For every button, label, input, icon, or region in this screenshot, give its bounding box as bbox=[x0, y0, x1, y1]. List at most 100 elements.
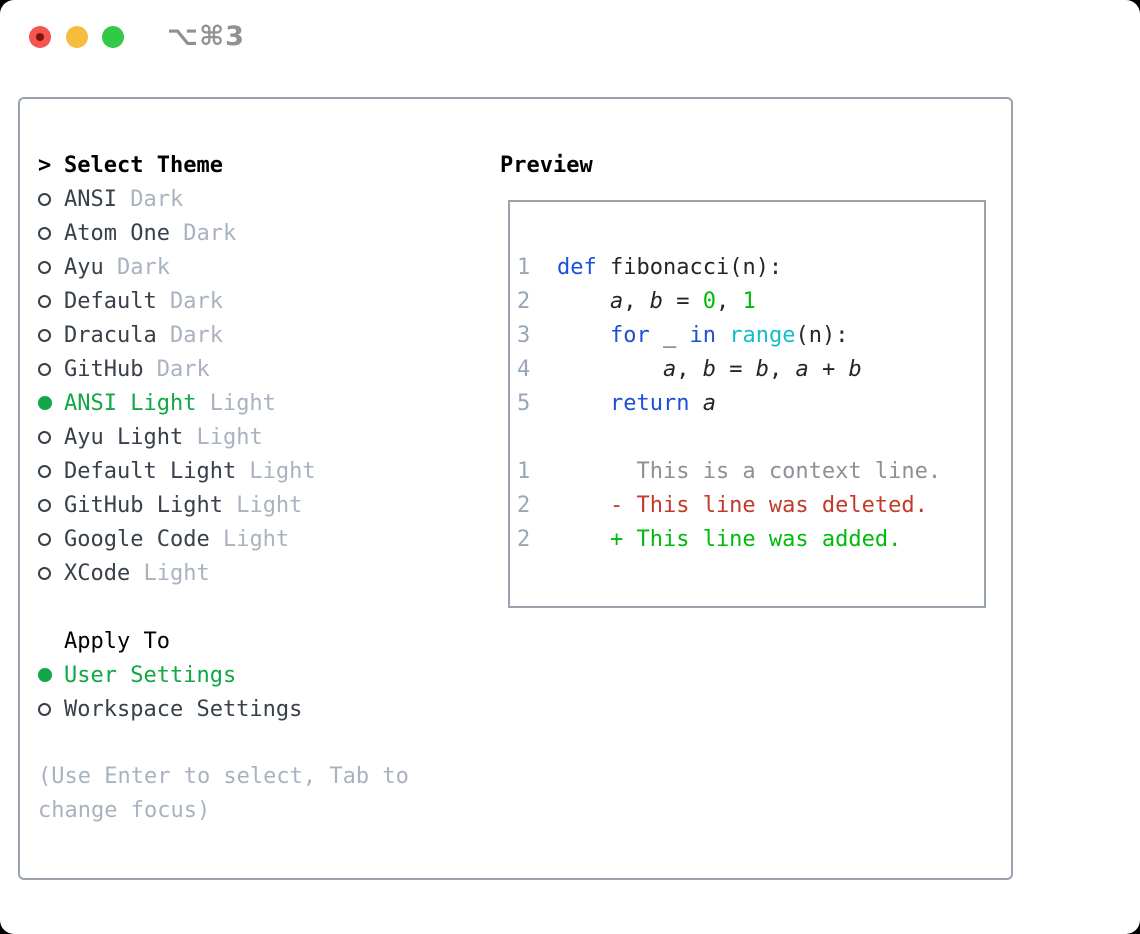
code-token: , bbox=[676, 357, 703, 382]
code-token: a bbox=[795, 357, 809, 382]
code-token bbox=[689, 391, 702, 416]
theme-name: ANSI bbox=[64, 186, 117, 212]
line-number: 3 bbox=[517, 323, 531, 348]
radio-unselected-icon bbox=[38, 702, 51, 716]
code-line: 1 def fibonacci(n): bbox=[510, 251, 984, 285]
theme-name: GitHub bbox=[64, 356, 144, 382]
code-token: fibonacci(n): bbox=[596, 255, 783, 280]
line-number: 2 bbox=[517, 493, 531, 518]
code-token: def bbox=[557, 255, 597, 280]
radio-icon bbox=[38, 226, 64, 240]
theme-item[interactable]: Default Dark bbox=[38, 284, 458, 318]
close-dot-icon bbox=[36, 33, 44, 41]
code-line: 3 for _ in range(n): bbox=[510, 319, 984, 353]
diff-line-added: 2 + This line was added. bbox=[510, 523, 984, 557]
radio-unselected-icon bbox=[38, 430, 51, 444]
code-line: 2 a, b = 0, 1 bbox=[510, 285, 984, 319]
diff-text: This is a context line. bbox=[557, 459, 942, 484]
select-theme-header: > Select Theme bbox=[38, 148, 458, 182]
code-token: , bbox=[623, 289, 650, 314]
radio-icon bbox=[38, 532, 64, 546]
radio-icon bbox=[38, 498, 64, 512]
apply-option[interactable]: Workspace Settings bbox=[38, 692, 458, 726]
apply-to-header-row: Apply To bbox=[38, 624, 458, 658]
theme-item[interactable]: Ayu Light Light bbox=[38, 420, 458, 454]
code-token bbox=[557, 357, 663, 382]
theme-variant-tag: Light bbox=[196, 390, 276, 416]
code-token: b bbox=[755, 357, 769, 382]
theme-item[interactable]: ANSI Dark bbox=[38, 182, 458, 216]
code-token: , bbox=[715, 289, 743, 314]
radio-unselected-icon bbox=[38, 566, 51, 580]
code-token: = bbox=[715, 357, 756, 382]
radio-icon bbox=[38, 294, 64, 308]
theme-variant-tag: Light bbox=[222, 492, 303, 518]
code-token: 0 bbox=[702, 289, 716, 314]
apply-to-title: Apply To bbox=[64, 628, 170, 654]
radio-icon bbox=[38, 430, 64, 444]
code-token: 1 bbox=[742, 289, 756, 314]
theme-item[interactable]: ANSI Light Light bbox=[38, 386, 458, 420]
theme-variant-tag: Dark bbox=[143, 356, 210, 382]
radio-unselected-icon bbox=[38, 226, 51, 240]
code-token: b bbox=[848, 357, 862, 382]
theme-variant-tag: Light bbox=[209, 526, 290, 552]
diff-line-context: 1 This is a context line. bbox=[510, 455, 984, 489]
code-token bbox=[557, 323, 610, 348]
window-title: ⌥⌘3 bbox=[167, 21, 245, 52]
radio-unselected-icon bbox=[38, 498, 51, 512]
diff-line-deleted: 2 - This line was deleted. bbox=[510, 489, 984, 523]
diff-preview: 1 This is a context line.2 - This line w… bbox=[510, 455, 984, 557]
theme-name: GitHub Light bbox=[64, 492, 223, 518]
apply-option-label: User Settings bbox=[64, 662, 237, 688]
radio-icon bbox=[38, 260, 64, 274]
theme-variant-tag: Dark bbox=[156, 322, 223, 348]
code-token bbox=[716, 323, 729, 348]
code-text: a, b = b, a + b bbox=[557, 353, 862, 387]
theme-item[interactable]: Ayu Dark bbox=[38, 250, 458, 284]
theme-name: ANSI Light bbox=[64, 390, 197, 416]
diff-text: + This line was added. bbox=[557, 527, 902, 552]
code-text: for _ in range(n): bbox=[557, 319, 848, 353]
radio-icon bbox=[38, 702, 64, 716]
line-number: 1 bbox=[517, 255, 531, 280]
theme-item[interactable]: Atom One Dark bbox=[38, 216, 458, 250]
theme-item[interactable]: XCode Light bbox=[38, 556, 458, 590]
code-token: range bbox=[729, 323, 796, 348]
theme-variant-tag: Dark bbox=[103, 254, 170, 280]
theme-item[interactable]: Dracula Dark bbox=[38, 318, 458, 352]
code-token: , bbox=[768, 357, 796, 382]
code-line: 4 a, b = b, a + b bbox=[510, 353, 984, 387]
theme-item[interactable]: Default Light Light bbox=[38, 454, 458, 488]
theme-variant-tag: Light bbox=[236, 458, 316, 484]
help-text: (Use Enter to select, Tab to change focu… bbox=[38, 764, 423, 823]
radio-icon bbox=[38, 362, 64, 376]
line-number: 2 bbox=[517, 289, 531, 314]
zoom-button[interactable] bbox=[102, 26, 124, 48]
apply-option[interactable]: User Settings bbox=[38, 658, 458, 692]
radio-icon bbox=[38, 328, 64, 342]
radio-icon bbox=[38, 566, 64, 580]
theme-name: Ayu Light bbox=[64, 424, 184, 450]
theme-item[interactable]: GitHub Light Light bbox=[38, 488, 458, 522]
line-number: 5 bbox=[517, 391, 531, 416]
radio-unselected-icon bbox=[38, 192, 51, 206]
code-text: a, b = 0, 1 bbox=[557, 285, 756, 319]
theme-name: XCode bbox=[64, 560, 131, 586]
code-token: b bbox=[702, 357, 716, 382]
theme-item[interactable]: Google Code Light bbox=[38, 522, 458, 556]
theme-name: Google Code bbox=[64, 526, 210, 552]
close-button[interactable] bbox=[29, 26, 51, 48]
minimize-button[interactable] bbox=[66, 26, 88, 48]
theme-item[interactable]: GitHub Dark bbox=[38, 352, 458, 386]
code-token: = bbox=[662, 289, 703, 314]
theme-name: Dracula bbox=[64, 322, 157, 348]
theme-variant-tag: Dark bbox=[116, 186, 184, 212]
